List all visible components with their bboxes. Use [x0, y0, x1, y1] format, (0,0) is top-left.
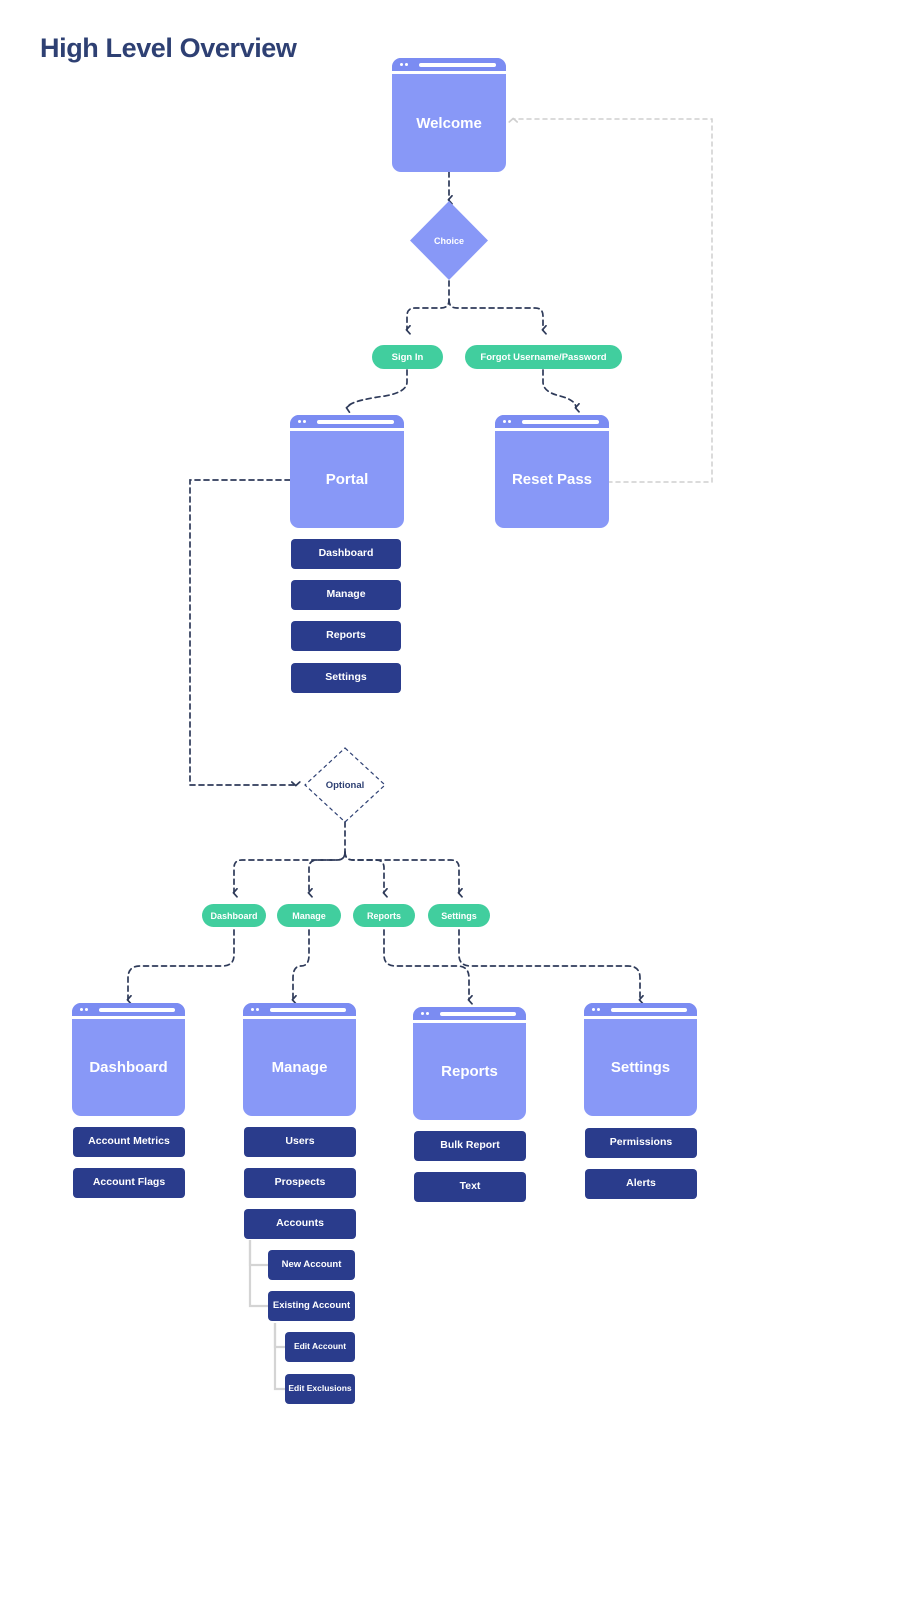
button-users[interactable]: Users — [244, 1127, 356, 1157]
button-label: Alerts — [626, 1177, 656, 1190]
window-body: Settings — [610, 1059, 671, 1076]
button-alerts[interactable]: Alerts — [585, 1169, 697, 1199]
button-permissions[interactable]: Permissions — [585, 1128, 697, 1158]
window-body: Portal — [325, 471, 369, 488]
node-reports[interactable]: Reports — [413, 1007, 526, 1120]
window-body: Reports — [441, 1063, 498, 1080]
button-label: Reports — [326, 629, 366, 642]
pill-sign-in[interactable]: Sign In — [372, 345, 443, 369]
window-titlebar — [243, 1003, 356, 1019]
button-existing-account[interactable]: Existing Account — [268, 1291, 355, 1321]
button-accounts[interactable]: Accounts — [244, 1209, 356, 1239]
button-account-metrics[interactable]: Account Metrics — [73, 1127, 185, 1157]
node-welcome[interactable]: Welcome — [392, 58, 506, 172]
window-titlebar — [413, 1007, 526, 1023]
page-title: High Level Overview — [40, 33, 297, 63]
node-settings[interactable]: Settings — [584, 1003, 697, 1116]
button-text[interactable]: Text — [414, 1172, 526, 1202]
window-body: Dashboard — [89, 1059, 168, 1076]
pill-sign-in-label: Sign In — [391, 351, 424, 363]
window-dots-icon — [251, 1008, 259, 1011]
window-titlebar — [584, 1003, 697, 1019]
pill-optional-dashboard[interactable]: Dashboard — [202, 904, 266, 927]
button-edit-exclusions[interactable]: Edit Exclusions — [285, 1374, 355, 1404]
node-manage[interactable]: Manage — [243, 1003, 356, 1116]
address-bar-icon — [317, 419, 394, 424]
node-optional[interactable]: Optional — [304, 747, 386, 823]
pill-forgot-username-password[interactable]: Forgot Username/Password — [465, 345, 622, 369]
button-label: Edit Exclusions — [288, 1383, 352, 1394]
address-bar-icon — [270, 1007, 346, 1012]
window-body: Welcome — [416, 114, 482, 132]
pill-optional-manage[interactable]: Manage — [277, 904, 341, 927]
button-new-account[interactable]: New Account — [268, 1250, 355, 1280]
button-label: Accounts — [276, 1217, 324, 1230]
diamond-shape — [410, 201, 488, 280]
node-choice[interactable]: Choice — [409, 200, 489, 281]
window-body: Manage — [271, 1059, 328, 1076]
button-portal-reports[interactable]: Reports — [291, 621, 401, 651]
button-edit-account[interactable]: Edit Account — [285, 1332, 355, 1362]
pill-label: Settings — [441, 910, 477, 921]
button-label: Bulk Report — [440, 1139, 500, 1152]
button-label: Permissions — [609, 1136, 673, 1149]
button-label: Edit Account — [293, 1341, 347, 1352]
button-label: Text — [459, 1180, 481, 1193]
window-dots-icon — [80, 1008, 88, 1011]
node-reset-pass[interactable]: Reset Pass — [495, 415, 609, 528]
button-label: Existing Account — [272, 1299, 351, 1311]
button-label: Prospects — [274, 1176, 326, 1189]
address-bar-icon — [440, 1011, 516, 1016]
pill-label: Dashboard — [210, 910, 258, 921]
button-label: Settings — [325, 671, 367, 684]
button-portal-manage[interactable]: Manage — [291, 580, 401, 610]
button-label: New Account — [281, 1258, 342, 1270]
pill-label: Manage — [292, 910, 326, 921]
window-dots-icon — [503, 420, 511, 423]
button-label: Manage — [326, 588, 366, 601]
window-titlebar — [392, 58, 506, 74]
window-dots-icon — [592, 1008, 600, 1011]
button-label: Account Flags — [92, 1176, 166, 1189]
node-dashboard[interactable]: Dashboard — [72, 1003, 185, 1116]
window-titlebar — [290, 415, 404, 431]
button-portal-dashboard[interactable]: Dashboard — [291, 539, 401, 569]
button-prospects[interactable]: Prospects — [244, 1168, 356, 1198]
button-label: Dashboard — [318, 547, 374, 560]
window-titlebar — [72, 1003, 185, 1019]
pill-optional-settings[interactable]: Settings — [428, 904, 490, 927]
address-bar-icon — [522, 419, 599, 424]
pill-forgot-label: Forgot Username/Password — [480, 351, 607, 363]
pill-optional-reports[interactable]: Reports — [353, 904, 415, 927]
node-portal[interactable]: Portal — [290, 415, 404, 528]
window-body: Reset Pass — [511, 471, 593, 488]
window-dots-icon — [298, 420, 306, 423]
button-label: Users — [285, 1135, 315, 1148]
window-dots-icon — [421, 1012, 429, 1015]
pill-label: Reports — [366, 910, 401, 921]
address-bar-icon — [99, 1007, 175, 1012]
button-bulk-report[interactable]: Bulk Report — [414, 1131, 526, 1161]
button-portal-settings[interactable]: Settings — [291, 663, 401, 693]
button-label: Account Metrics — [88, 1135, 170, 1148]
window-dots-icon — [400, 63, 408, 66]
address-bar-icon — [611, 1007, 687, 1012]
window-titlebar — [495, 415, 609, 431]
button-account-flags[interactable]: Account Flags — [73, 1168, 185, 1198]
diamond-shape — [304, 747, 386, 823]
address-bar-icon — [419, 62, 496, 67]
